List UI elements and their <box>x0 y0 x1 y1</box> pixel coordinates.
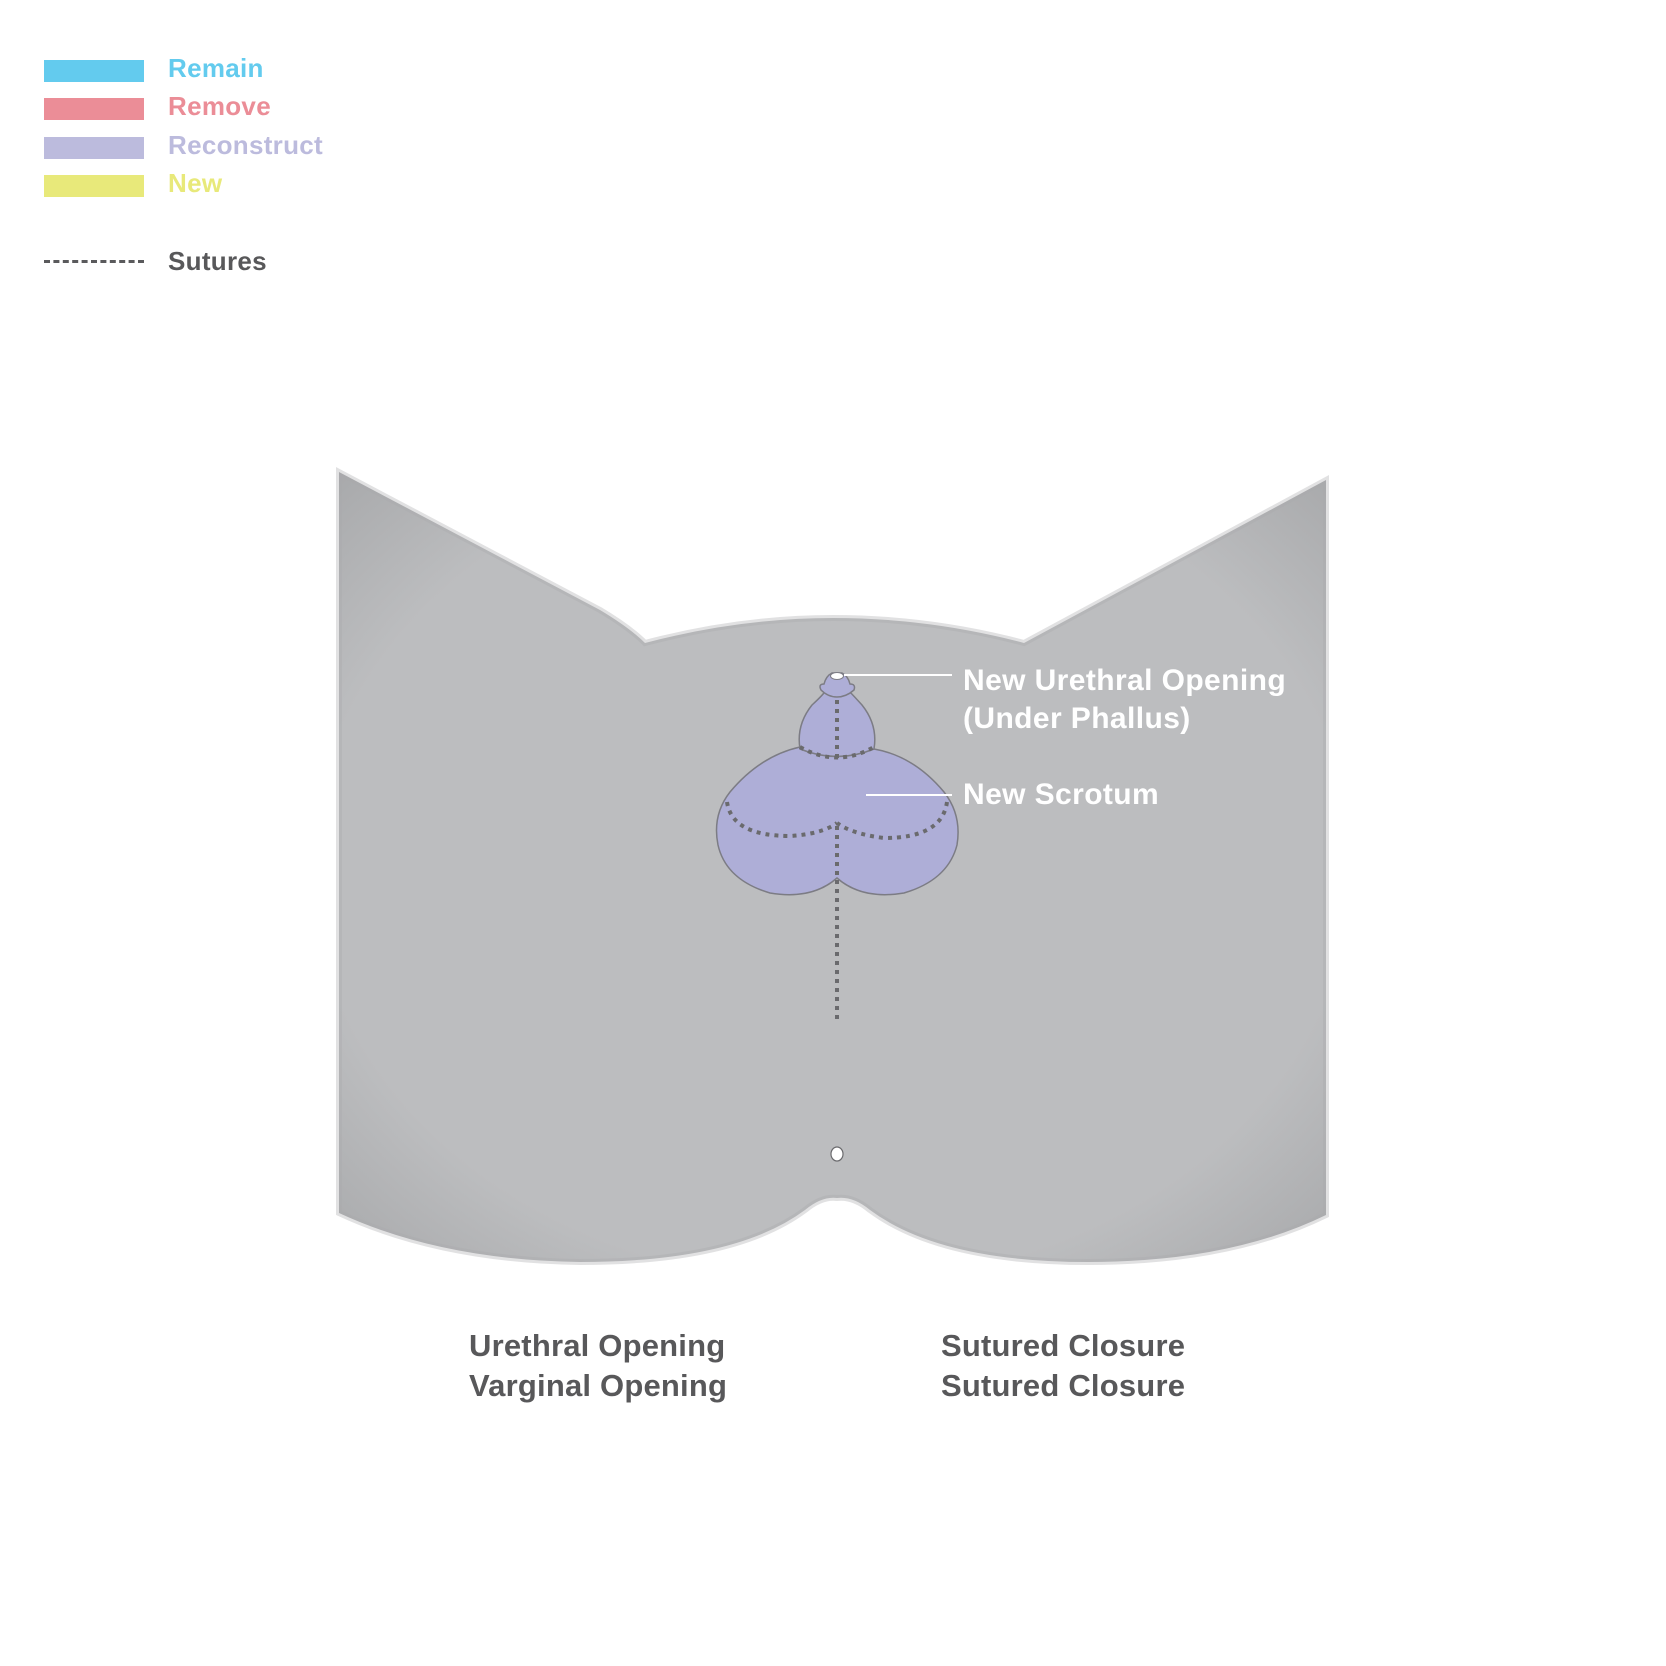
callout-new-scrotum: New Scrotum <box>963 778 1160 811</box>
legend-swatch-remain <box>44 60 144 82</box>
legend-label-remove: Remove <box>168 91 271 121</box>
legend-label-remain: Remain <box>168 53 264 83</box>
legend-label-sutures: Sutures <box>168 246 267 276</box>
suture-shaft-base <box>799 745 875 760</box>
bottom-label-right-1: Sutured Closure <box>941 1328 1186 1363</box>
bottom-label-left-2: Varginal Opening <box>469 1368 728 1403</box>
legend-label-reconstruct: Reconstruct <box>168 130 323 160</box>
phallus-glans <box>819 672 856 698</box>
urethral-opening <box>830 1146 844 1162</box>
body-edge-shade <box>336 467 1329 1266</box>
callout-line-1: New Urethral Opening <box>963 664 1287 697</box>
legend-swatch-reconstruct <box>44 137 144 159</box>
new-urethral-opening <box>830 672 844 680</box>
sutures <box>725 700 949 1022</box>
bottom-label-left-1: Urethral Opening <box>469 1328 726 1363</box>
bottom-label-right-2: Sutured Closure <box>941 1368 1186 1403</box>
legend-sutures-line <box>44 260 144 263</box>
new-scrotum-shape <box>715 746 959 896</box>
legend-label-new: New <box>168 168 223 198</box>
callout-line-2: (Under Phallus) <box>963 702 1191 735</box>
callout-new-urethral-opening: New Urethral Opening (Under Phallus) <box>963 662 1286 738</box>
legend-swatch-remove <box>44 98 144 120</box>
legend-swatch-new <box>44 175 144 197</box>
